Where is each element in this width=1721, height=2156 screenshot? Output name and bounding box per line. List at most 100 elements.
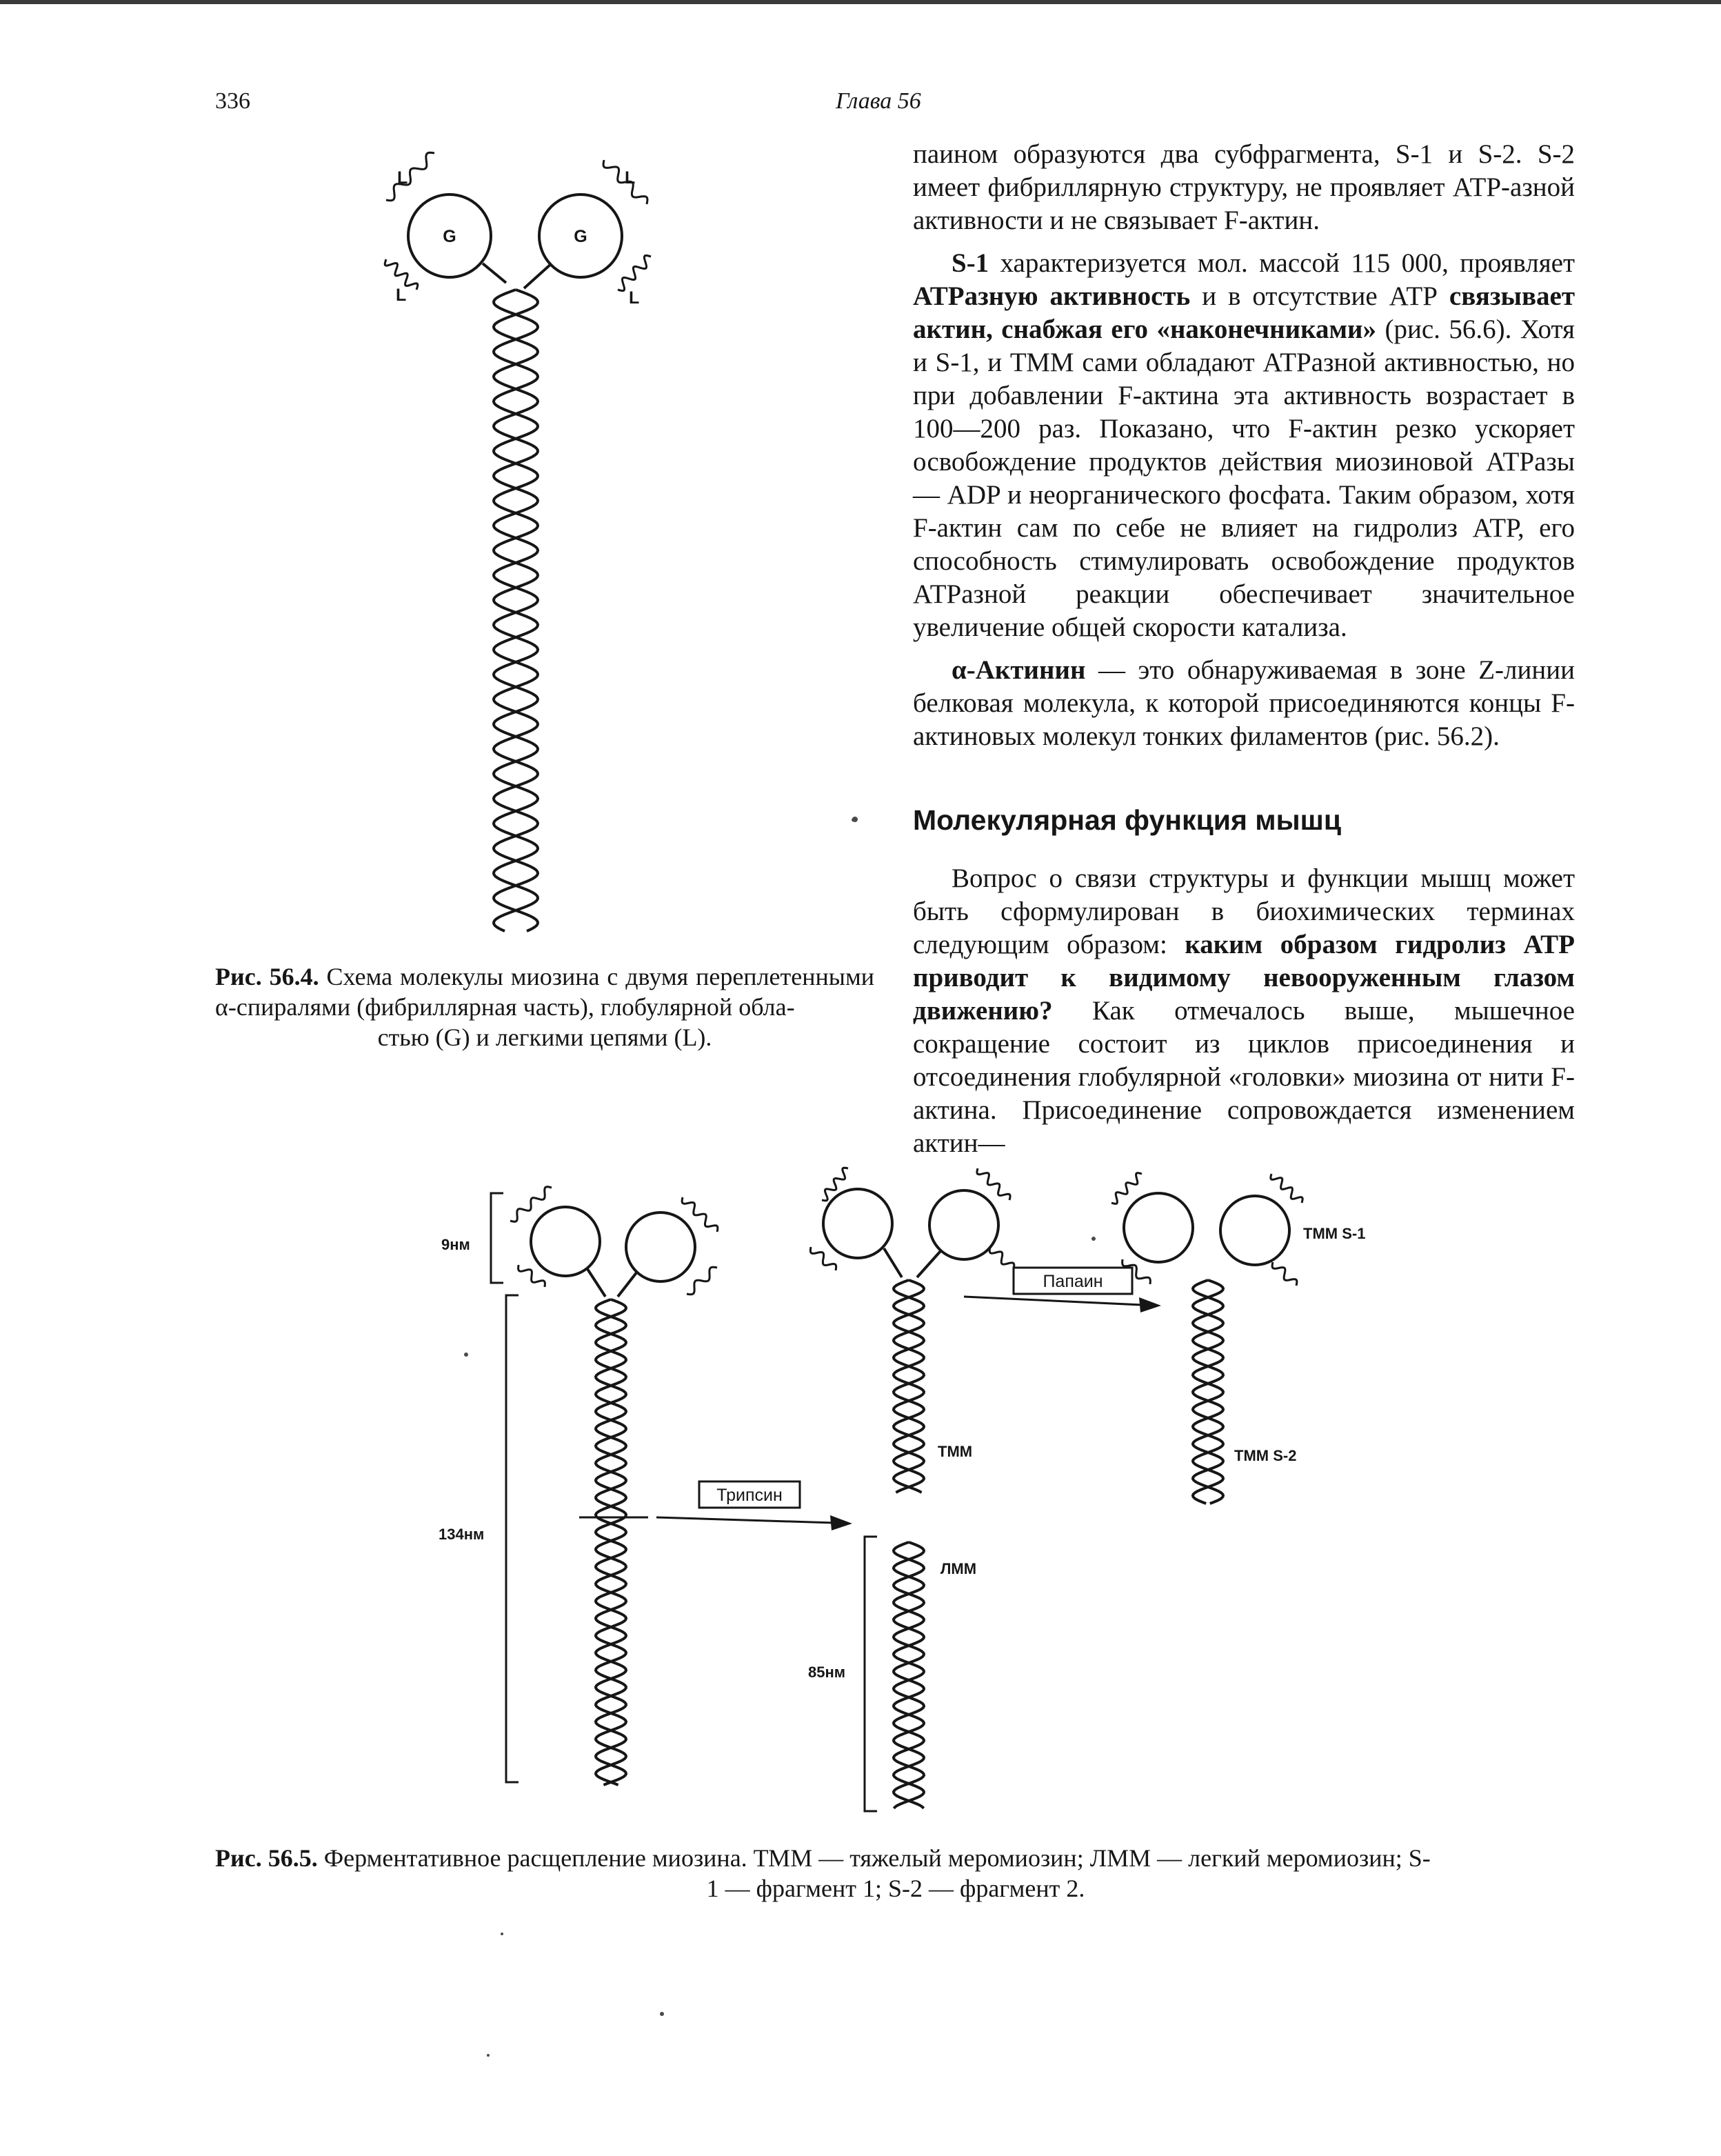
lmm-helix xyxy=(892,1541,926,1810)
bracket-9nm xyxy=(490,1192,503,1284)
light-chain-wiggle xyxy=(510,1186,552,1223)
section-heading: Молекулярная функция мышц xyxy=(913,804,1342,836)
label-85nm: 85нм xyxy=(808,1664,845,1681)
speck xyxy=(464,1353,468,1357)
lmm-helix xyxy=(892,1541,926,1810)
light-chain-wiggle xyxy=(517,1264,546,1288)
bracket-85nm xyxy=(863,1535,877,1813)
intact-head-left xyxy=(530,1206,601,1277)
figure-56-5-caption: Рис. 56.5. Ферментативное расщепление ми… xyxy=(215,1843,1576,1904)
light-chain-wiggle xyxy=(1271,1261,1298,1286)
tmm-neck-right xyxy=(916,1250,942,1279)
section-text-c: Как отмечалось выше, мышечное сокращение… xyxy=(913,996,1575,1158)
light-chain-wiggle xyxy=(686,1266,718,1296)
speck xyxy=(501,1933,503,1935)
section-paragraph: Вопрос о связи структуры и функции мышц … xyxy=(913,862,1575,1160)
label-134nm: 134нм xyxy=(439,1526,484,1543)
intact-head-right xyxy=(625,1211,696,1283)
label-9nm: 9нм xyxy=(441,1236,470,1253)
coiled-coil-tail xyxy=(481,262,553,932)
paragraph-s1: S-1 характеризуется мол. массой 115 000,… xyxy=(913,247,1575,644)
label-tmm-s1: ТММ S-1 xyxy=(1303,1225,1365,1242)
neck-left xyxy=(586,1268,607,1298)
figure-56-4-caption: Рис. 56.4. Схема молекулы миозина с двум… xyxy=(215,961,874,1052)
speck xyxy=(660,2012,664,2016)
light-chain-wiggle xyxy=(617,254,652,292)
s1-head-right xyxy=(1219,1195,1291,1266)
figure-56-4-caption-text: Схема молекулы миозина с двумя переплете… xyxy=(215,963,874,1021)
page-number: 336 xyxy=(215,88,250,114)
tmm-neck-left xyxy=(883,1247,903,1279)
myosin-head-left xyxy=(407,193,492,279)
speck xyxy=(852,817,858,822)
light-chain-wiggle xyxy=(681,1197,719,1232)
light-chain-wiggle xyxy=(809,1246,838,1271)
figure-56-5-caption-text: Ферментативное расщепление миозина. ТММ … xyxy=(317,1844,1431,1872)
section-question: каким образом гидролиз АТР приводит к ви… xyxy=(913,930,1575,1026)
s1-emphasis-atpase: АТРазную активность xyxy=(913,281,1191,311)
figure-56-5-caption-tail: 1 — фрагмент 1; S-2 — фрагмент 2. xyxy=(706,1875,1085,1902)
light-chain-wiggle xyxy=(1269,1173,1304,1204)
running-head: Глава 56 xyxy=(836,88,921,114)
light-chain-wiggle xyxy=(383,259,419,290)
myosin-head-right xyxy=(538,193,623,279)
trypsin-arrow-line xyxy=(656,1516,835,1524)
speck xyxy=(1091,1237,1096,1241)
s1-text-c: и в отсутствие АТР xyxy=(1190,281,1449,311)
light-chain-label-top-left: L xyxy=(397,168,407,188)
light-chain-wiggle xyxy=(1111,1172,1143,1205)
alpha-actinin-text: — это обнаруживаемая в зоне Z-линии белк… xyxy=(913,655,1575,751)
trypsin-label: Трипсин xyxy=(716,1486,783,1505)
light-chain-label-bottom-left: L xyxy=(396,286,406,305)
tmm-helix xyxy=(892,1279,926,1494)
alpha-actinin-term: α-Актинин xyxy=(952,655,1086,685)
tmm-head-right xyxy=(928,1189,1000,1261)
neck-left xyxy=(481,262,507,284)
papain-label: Папаин xyxy=(1043,1272,1103,1291)
papain-arrow-line xyxy=(963,1295,1143,1306)
paragraph-s2: паином образуются два субфрагмента, S-1 … xyxy=(913,139,1575,235)
label-lmm: ЛММ xyxy=(940,1560,976,1577)
figure-56-4-myosin: G G L L L L xyxy=(383,151,652,932)
scan-specks xyxy=(464,817,1096,2057)
alpha-helix-strand xyxy=(492,288,540,932)
papain-arrowhead xyxy=(1139,1297,1161,1312)
intact-myosin-helix xyxy=(594,1298,628,1786)
s1-text-e: (рис. 56.6). Хотя и S-1, и ТММ сами обла… xyxy=(913,315,1575,642)
s2-helix xyxy=(1191,1279,1225,1505)
neck-right xyxy=(523,262,553,290)
figure-56-4-caption-tail: стью (G) и легкими цепями (L). xyxy=(377,1024,712,1051)
head-label-left: G xyxy=(443,227,456,246)
cleavage-helices xyxy=(586,1247,1225,1810)
light-chain-label-bottom-right: L xyxy=(629,288,639,308)
tmm-helix xyxy=(892,1279,926,1494)
light-chain-wiggle xyxy=(976,1168,1012,1201)
trypsin-arrowhead xyxy=(830,1515,852,1530)
label-tmm-s2: ТММ S-2 xyxy=(1234,1447,1296,1464)
light-chain-wiggle xyxy=(988,1246,1016,1270)
section-text-a: Вопрос о связи структуры и функции мышц … xyxy=(913,864,1575,959)
s1-head-left xyxy=(1123,1192,1194,1264)
top-border-rule xyxy=(0,0,1721,4)
s1-term: S-1 xyxy=(952,248,989,278)
light-chain-wiggle xyxy=(385,151,435,202)
figure-56-5-caption-lead: Рис. 56.5. xyxy=(215,1844,318,1872)
s1-text-a: характеризуется мол. массой 115 000, про… xyxy=(989,248,1575,278)
bracket-134nm xyxy=(505,1294,519,1784)
figure-56-5-cleavage: 9нм 134нм 85нм Трипсин Папаин ТММ ЛММ ТМ… xyxy=(439,1166,1365,1813)
speck xyxy=(487,2054,490,2057)
light-chain-wiggle xyxy=(602,159,649,205)
label-tmm: ТММ xyxy=(938,1443,972,1460)
head-label-right: G xyxy=(574,227,587,246)
trypsin-box xyxy=(698,1480,801,1509)
papain-box xyxy=(1012,1266,1134,1295)
figure-56-4-caption-lead: Рис. 56.4. xyxy=(215,963,319,990)
s2-helix xyxy=(1191,1279,1225,1505)
s1-emphasis-actin: связывает актин, снабжая его «наконечник… xyxy=(913,281,1575,344)
light-chain-wiggle xyxy=(821,1166,849,1202)
paragraph-alpha-actinin: α-Актинин — это обнаруживаемая в зоне Z-… xyxy=(913,654,1575,753)
cleavage-light-chains xyxy=(510,1166,1304,1296)
light-chains xyxy=(383,151,652,292)
intact-myosin-helix xyxy=(594,1298,628,1786)
